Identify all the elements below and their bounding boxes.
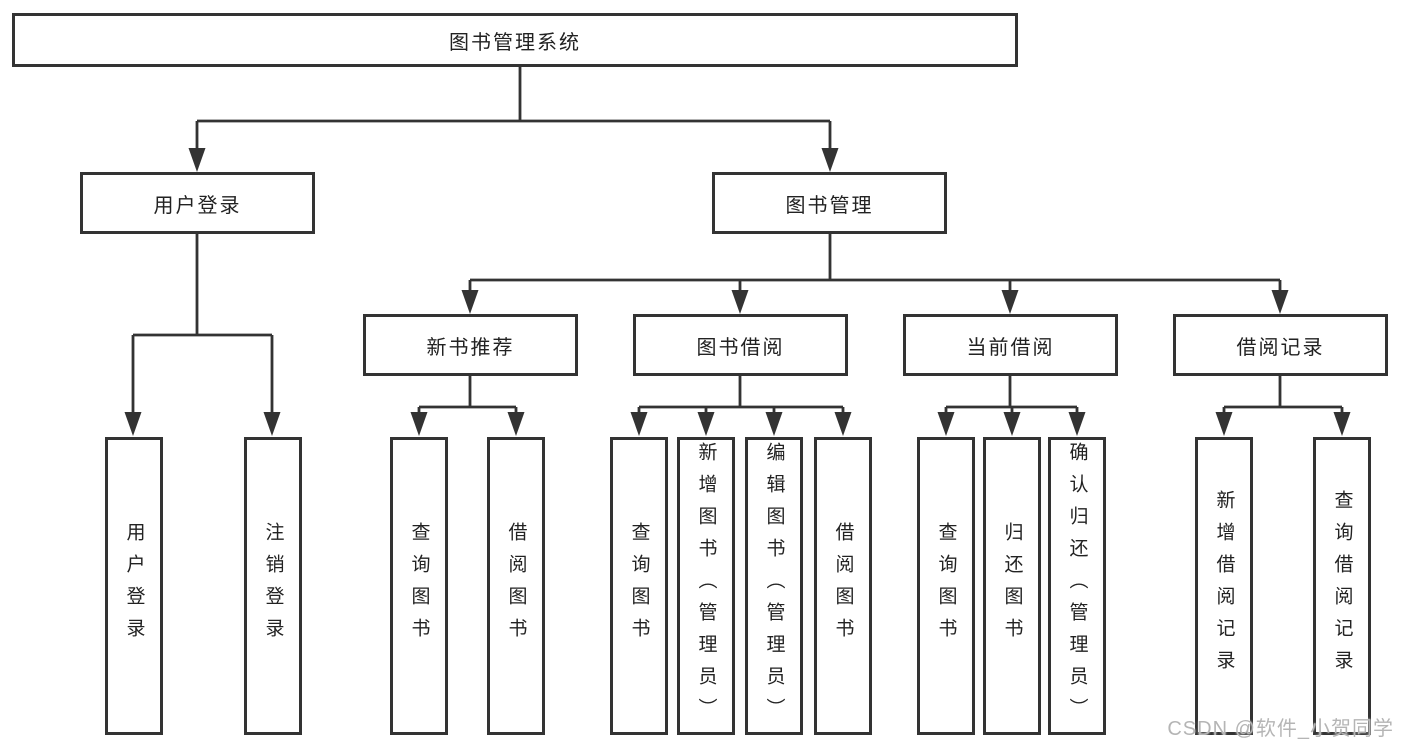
leaf-logout: 注销登录: [244, 437, 302, 735]
node-label: 查询借阅记录: [1331, 490, 1353, 682]
node-label: 新增借阅记录: [1213, 490, 1235, 682]
node-label: 图书借阅: [696, 336, 785, 359]
node-label: 用户登录: [123, 522, 145, 650]
node-user-login: 用户登录: [80, 172, 315, 234]
node-label: 借阅图书: [832, 522, 854, 650]
arrow-down-icon: [1215, 412, 1233, 436]
arrow-down-icon: [188, 148, 206, 172]
node-label: 图书管理: [785, 194, 874, 217]
leaf-user-login: 用户登录: [105, 437, 163, 735]
leaf-borrow-books-borrowing: 借阅图书: [814, 437, 872, 735]
arrow-down-icon: [124, 412, 142, 436]
leaf-query-borrow-record: 查询借阅记录: [1313, 437, 1371, 735]
node-label: 查询图书: [935, 522, 957, 650]
node-label: 注销登录: [262, 522, 284, 650]
node-label: 查询图书: [628, 522, 650, 650]
leaf-add-book-admin: 新增图书（管理员）: [677, 437, 735, 735]
arrow-down-icon: [410, 412, 428, 436]
node-label: 新书推荐: [426, 336, 515, 359]
arrow-down-icon: [821, 148, 839, 172]
node-label: 归还图书: [1001, 522, 1023, 650]
arrow-down-icon: [263, 412, 281, 436]
csdn-watermark: CSDN @软件_小贺同学: [1167, 718, 1394, 740]
arrow-down-icon: [937, 412, 955, 436]
node-label: 借阅图书: [505, 522, 527, 650]
arrow-down-icon: [1271, 290, 1289, 314]
node-new-book-recommend: 新书推荐: [363, 314, 578, 376]
leaf-query-books-borrowing: 查询图书: [610, 437, 668, 735]
arrow-down-icon: [1333, 412, 1351, 436]
leaf-confirm-return-admin: 确认归还（管理员）: [1048, 437, 1106, 735]
node-label: 确认归还（管理员）: [1066, 442, 1088, 730]
arrow-down-icon: [697, 412, 715, 436]
node-label: 当前借阅: [966, 336, 1055, 359]
leaf-query-books-recommend: 查询图书: [390, 437, 448, 735]
leaf-add-borrow-record: 新增借阅记录: [1195, 437, 1253, 735]
node-current-borrowing: 当前借阅: [903, 314, 1118, 376]
arrow-down-icon: [507, 412, 525, 436]
leaf-query-books-current: 查询图书: [917, 437, 975, 735]
node-label: 新增图书（管理员）: [695, 442, 717, 730]
arrow-down-icon: [731, 290, 749, 314]
arrow-down-icon: [461, 290, 479, 314]
arrow-down-icon: [630, 412, 648, 436]
arrow-down-icon: [765, 412, 783, 436]
node-label: 用户登录: [153, 194, 242, 217]
arrow-down-icon: [1068, 412, 1086, 436]
arrow-down-icon: [1003, 412, 1021, 436]
node-root-system: 图书管理系统: [12, 13, 1018, 67]
node-book-borrowing: 图书借阅: [633, 314, 848, 376]
node-label: 查询图书: [408, 522, 430, 650]
connector-path: [131, 67, 1344, 414]
node-label: 借阅记录: [1236, 336, 1325, 359]
node-label: 图书管理系统: [449, 31, 581, 54]
leaf-return-book: 归还图书: [983, 437, 1041, 735]
node-label: 编辑图书（管理员）: [763, 442, 785, 730]
node-book-management: 图书管理: [712, 172, 947, 234]
arrow-down-icon: [834, 412, 852, 436]
node-borrowing-records: 借阅记录: [1173, 314, 1388, 376]
leaf-borrow-books-recommend: 借阅图书: [487, 437, 545, 735]
arrow-down-icon: [1001, 290, 1019, 314]
leaf-edit-book-admin: 编辑图书（管理员）: [745, 437, 803, 735]
